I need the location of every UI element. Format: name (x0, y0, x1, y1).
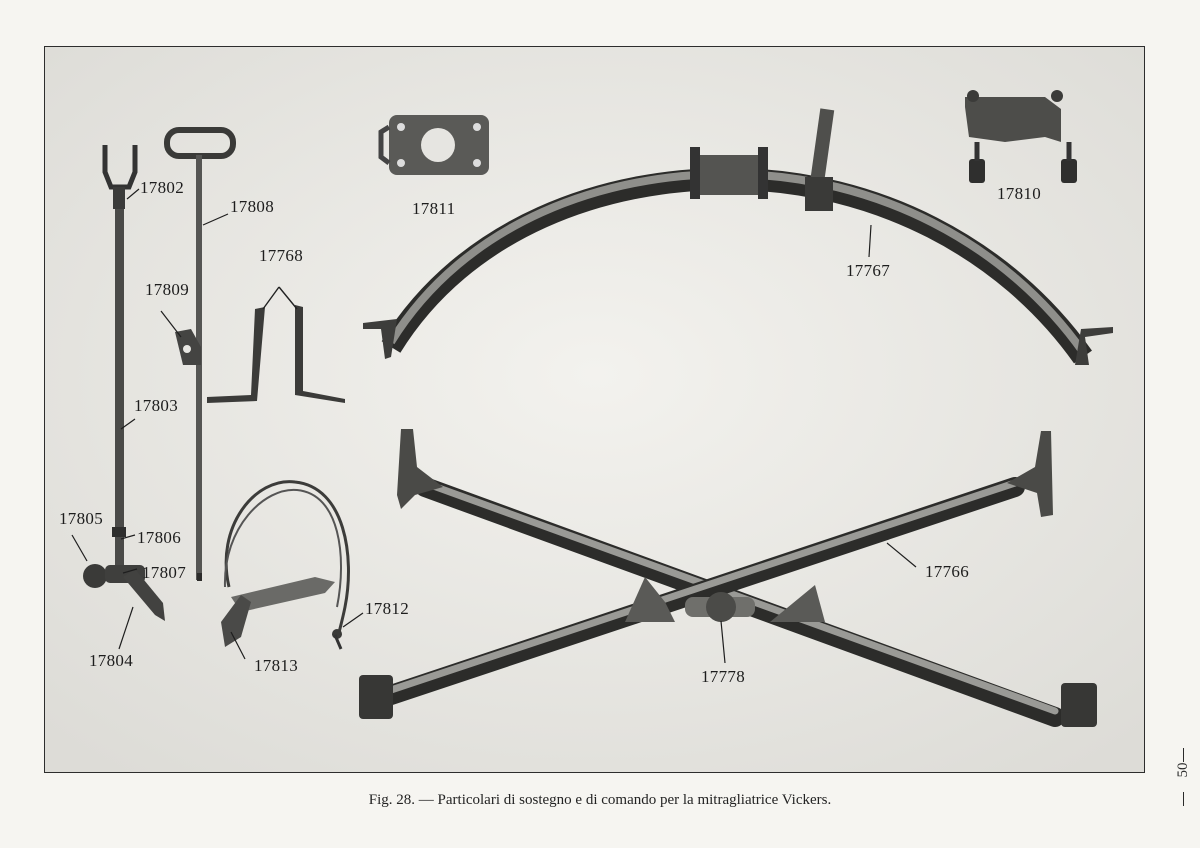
part-label-17766: 17766 (925, 562, 969, 581)
arch-17767 (363, 108, 1113, 365)
handle-rod-17808 (164, 127, 236, 581)
part-label-17809: 17809 (145, 280, 189, 299)
part-label-17802: 17802 (140, 178, 184, 197)
plate-17811 (378, 115, 489, 175)
part-label-17805: 17805 (59, 509, 103, 528)
part-label-17804: 17804 (89, 651, 133, 670)
page-number-tick-top (1183, 748, 1184, 762)
cable-lever-17813 (221, 480, 350, 650)
part-label-17810: 17810 (997, 184, 1041, 203)
part-label-17768: 17768 (259, 246, 303, 265)
part-label-17803: 17803 (134, 396, 178, 415)
figure-caption: Fig. 28. — Particolari di sostegno e di … (368, 792, 832, 808)
part-label-17806: 17806 (137, 528, 181, 547)
figure-photograph: 17802 17808 17811 17810 17767 17768 1780… (44, 46, 1145, 773)
part-label-17811: 17811 (412, 199, 456, 218)
part-label-17807: 17807 (142, 563, 186, 582)
part-label-17808: 17808 (230, 197, 274, 216)
page-number-tick-bottom (1183, 792, 1184, 806)
part-label-17813: 17813 (254, 656, 298, 675)
brackets-17768 (207, 286, 345, 403)
cross-brace-17766 (359, 429, 1097, 727)
parts-illustration (45, 47, 1144, 772)
part-label-17778: 17778 (701, 667, 745, 686)
part-label-17812: 17812 (365, 599, 409, 618)
saddle-17810 (965, 90, 1077, 183)
page-number: 50 (1175, 762, 1191, 778)
part-label-17767: 17767 (846, 261, 890, 280)
leader-lines (71, 188, 917, 664)
rod-17803 (83, 145, 165, 621)
